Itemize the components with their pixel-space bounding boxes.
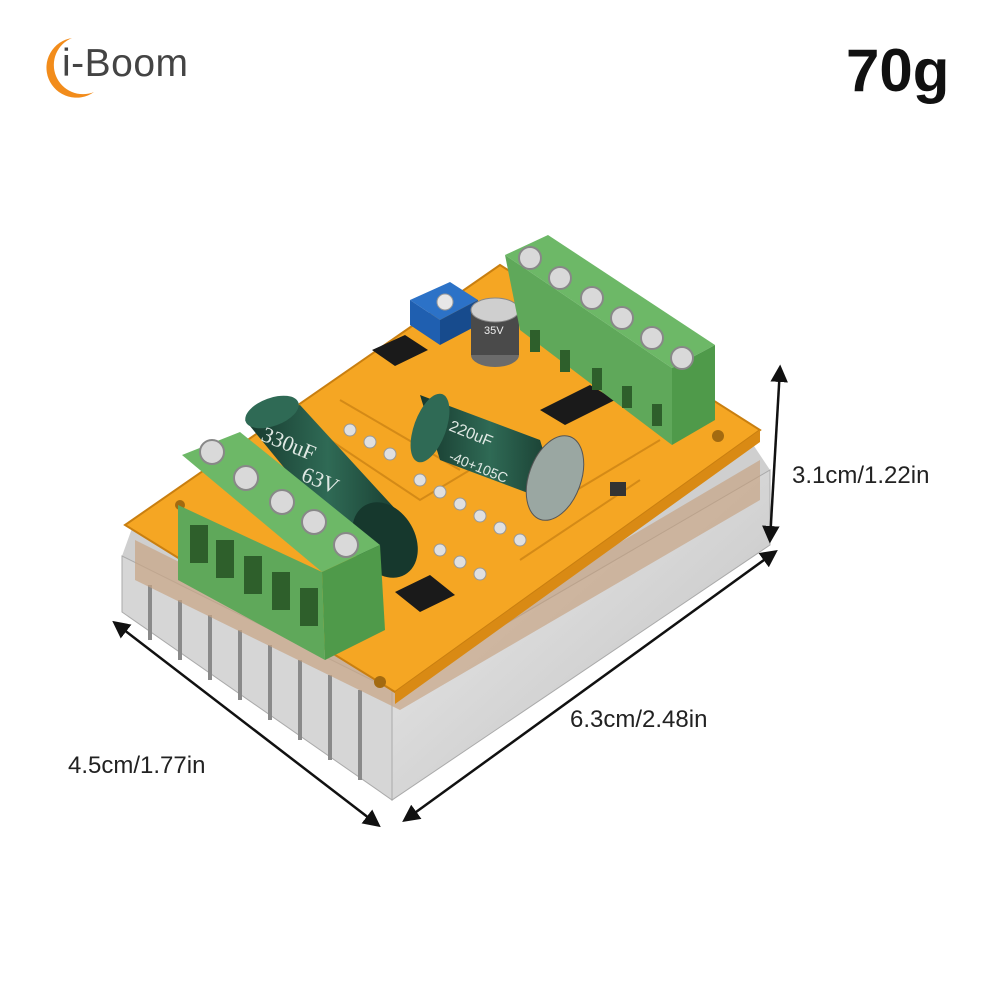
dimension-height-label: 3.1cm/1.22in <box>792 462 930 489</box>
dimension-width-label: 4.5cm/1.77in <box>68 752 206 779</box>
capacitor-medium: 220uF -40+105C <box>410 393 585 521</box>
terminal-block-right <box>505 235 715 445</box>
double-headed-arrow-icon <box>112 620 381 828</box>
crescent-logo-icon <box>46 38 94 98</box>
double-headed-arrow-icon <box>402 549 778 823</box>
brand-name: i-Boom <box>62 42 189 85</box>
potentiometer <box>410 282 478 345</box>
dimension-length-label: 6.3cm/2.48in <box>570 706 708 733</box>
solder-pads <box>343 423 527 581</box>
capacitor-small-label: 35V <box>484 325 504 337</box>
product-weight: 70g <box>846 37 950 104</box>
double-headed-arrow-icon <box>762 364 788 544</box>
capacitor-small: 35V <box>470 297 520 367</box>
brand-logo: i-Boom <box>32 34 232 100</box>
